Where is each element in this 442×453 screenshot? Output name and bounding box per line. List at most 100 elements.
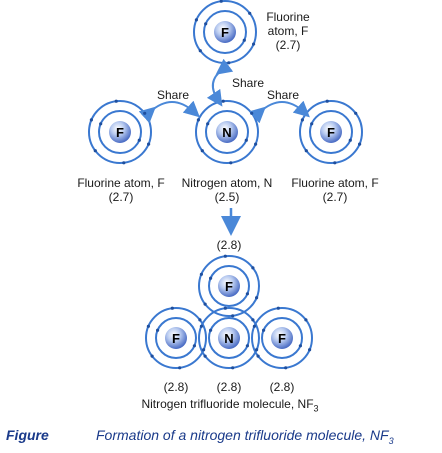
electron [231,314,235,318]
electron [223,306,227,310]
electron [198,49,202,53]
molecule-fluorine-left [145,307,207,369]
electron [203,302,207,306]
molecule-center-config: (2.8) [216,380,242,394]
molecule-fluorine-right [251,307,313,369]
fluorine-left-config: (2.7) [108,190,134,204]
electron [199,272,203,276]
electron [206,122,210,126]
share-label-right: Share [267,88,300,102]
nitrogen-atom [195,100,259,164]
electron [219,0,223,3]
electron [325,99,329,103]
fluorine-right-name: Fluorine atom, F [291,176,379,190]
fluorine-left-name: Fluorine atom, F [77,176,165,190]
electron [251,318,255,322]
electron [200,149,204,153]
electron [358,142,362,146]
electron [304,149,308,153]
electron [114,99,118,103]
molecule-nitrogen [198,307,260,369]
electron [143,111,147,115]
electron [276,306,280,310]
fluorine-top-label-line2: atom, F [267,24,309,38]
electron [146,324,150,328]
electron [192,344,196,348]
electron [194,18,198,22]
electron [209,328,213,332]
electron [244,138,248,142]
molecule-name-subscript: 3 [313,403,319,414]
electron [298,344,302,348]
electron [122,161,126,165]
figure-caption-subscript: 3 [388,435,394,446]
electron [245,292,249,296]
fluorine-right-label: Fluorine atom, F (2.7) [278,176,392,204]
electron [204,22,208,26]
fluorine-atom-right [299,100,363,164]
electron [245,344,249,348]
molecule-symbol-right: F [278,331,286,346]
molecule-symbol-top: F [225,279,233,294]
electron [196,118,200,122]
symbol-fluorine-top: F [221,25,229,40]
nitrogen-name: Nitrogen atom, N [181,176,273,190]
electron [150,354,154,358]
electron [354,111,358,115]
electron [300,118,304,122]
fluorine-left-label: Fluorine atom, F (2.7) [64,176,178,204]
electron [227,61,231,65]
molecule-name: Nitrogen trifluoride molecule, NF3 [110,397,350,415]
share-arrow-left [138,100,200,124]
molecule-fluorine-top [198,255,260,317]
electron [262,328,266,332]
electron [250,111,254,115]
electron [304,318,308,322]
electron [251,266,255,270]
electron [255,296,259,300]
share-label-top: Share [232,76,265,90]
electron [178,366,182,370]
figure-caption: Formation of a nitrogen trifluoride mole… [96,427,394,446]
electron [242,38,246,42]
electron [252,42,256,46]
electron [199,324,203,328]
molecule-top-config: (2.8) [216,238,242,252]
electron [156,328,160,332]
electron [231,366,235,370]
electron [203,354,207,358]
molecule-right-config: (2.8) [269,380,295,394]
figure-caption-text: Formation of a nitrogen trifluoride mole… [96,427,389,443]
electron [252,324,256,328]
electron [99,122,103,126]
symbol-fluorine-right: F [327,125,335,140]
electron [223,254,227,258]
electron [284,366,288,370]
fluorine-top-config: (2.7) [275,38,301,52]
nitrogen-label: Nitrogen atom, N (2.5) [170,176,284,204]
share-label-left: Share [157,88,190,102]
electron [221,99,225,103]
figure-label: Figure [6,427,49,443]
nitrogen-config: (2.5) [214,190,240,204]
molecule-name-text: Nitrogen trifluoride molecule, NF [141,397,314,411]
electron [308,348,312,352]
fluorine-top-label-line1: Fluorine [266,10,310,24]
molecule-left-config: (2.8) [163,380,189,394]
molecule-symbol-left: F [172,331,180,346]
electron [198,318,202,322]
share-arrow-top [206,58,234,107]
electron [333,161,337,165]
electron [310,122,314,126]
fluorine-right-config: (2.7) [322,190,348,204]
symbol-fluorine-left: F [116,125,124,140]
molecule-symbol-center: N [224,331,233,346]
electron [93,149,97,153]
electron [170,306,174,310]
electron [248,11,252,15]
electron [147,142,151,146]
share-arrow-right [248,100,310,124]
electron [202,348,206,352]
electron [89,118,93,122]
electron [229,161,233,165]
